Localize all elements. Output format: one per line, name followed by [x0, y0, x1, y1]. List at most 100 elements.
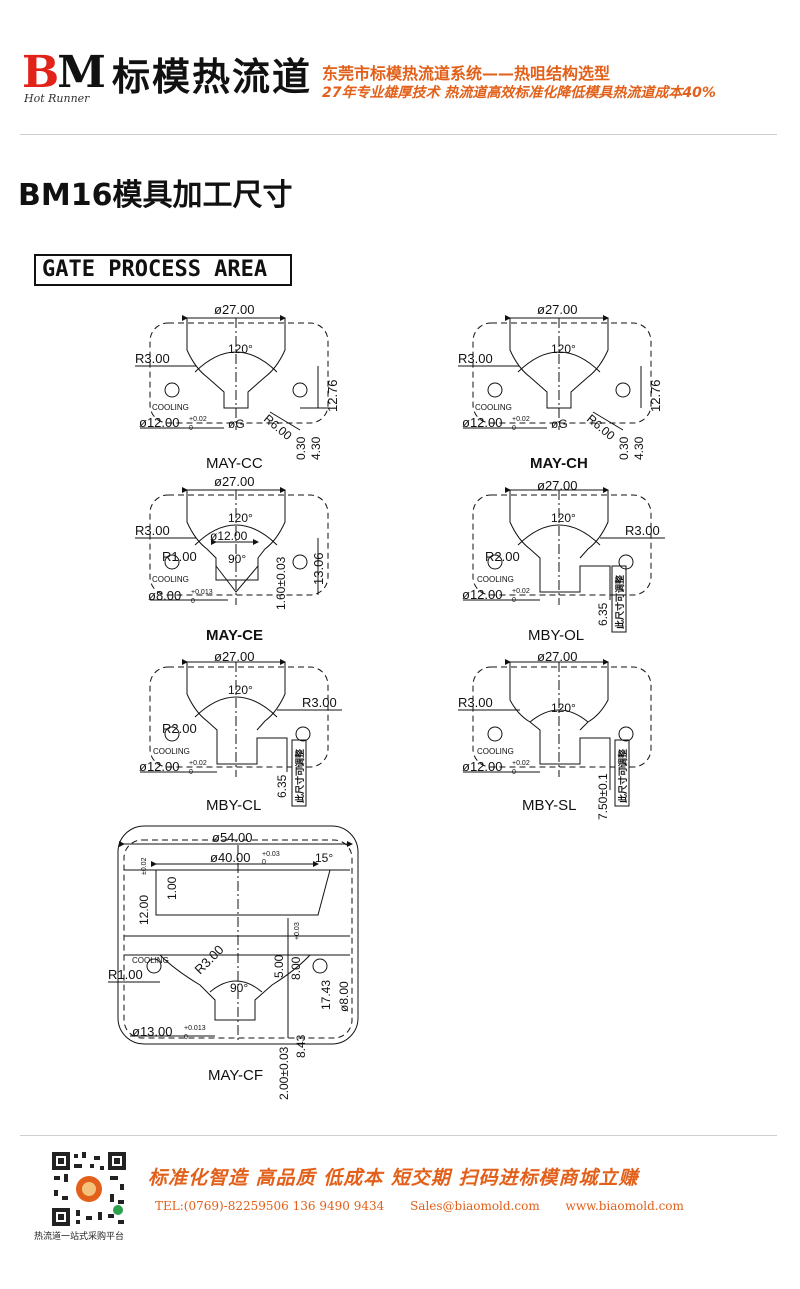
- may-ch-cooling-hole-left: [487, 382, 503, 398]
- mby-ol-r-small: R2.00: [485, 549, 520, 564]
- logo-letters: BM: [22, 47, 106, 98]
- may-cf-inner-outline: [123, 839, 353, 1039]
- may-cf-lower-profile: [159, 954, 311, 1021]
- mby-sl-name: MBY-SL: [522, 797, 576, 814]
- may-cf-h1: 12.00: [137, 895, 151, 925]
- mby-ol-profile: [509, 490, 611, 600]
- drawing-may-cc: ø27.00 120° R3.00 COOLING ø12.00 +0.02 0…: [135, 302, 340, 472]
- section-label: GATE PROCESS AREA: [34, 254, 292, 286]
- qr-label: 热流道一站式采购平台: [34, 1232, 125, 1242]
- may-ch-d2: 4.30: [632, 436, 646, 460]
- may-cc-r6-leader: [269, 411, 301, 431]
- mby-ol-profile-right: [579, 490, 609, 559]
- mby-sl-note: 此尺寸可调整: [617, 749, 628, 803]
- mby-cl-bore: ø12.00: [139, 759, 179, 774]
- may-cf-name: MAY-CF: [208, 1067, 263, 1084]
- brand-logo: BM Hot Runner: [22, 50, 112, 110]
- mby-ol-note-box: [611, 565, 627, 633]
- mby-sl-note-box: [614, 739, 630, 807]
- may-ce-cone: [215, 565, 259, 593]
- mby-cl-tol-dn: 0: [189, 769, 193, 776]
- page-title: BM16模具加工尺寸: [18, 178, 293, 213]
- may-ce-top-dia: ø27.00: [214, 474, 254, 489]
- may-cc-d1: 0.30: [294, 436, 308, 460]
- mby-ol-tol-dn: 0: [512, 597, 516, 604]
- may-ch-name: MAY-CH: [530, 455, 588, 472]
- mby-cl-r-small: R2.00: [162, 721, 197, 736]
- may-cc-radius: R3.00: [135, 351, 170, 366]
- may-ch-radius: R3.00: [458, 351, 493, 366]
- contact-phone[interactable]: TEL:(0769)-82259506 136 9490 9434: [155, 1199, 385, 1213]
- may-ch-d1: 0.30: [617, 436, 631, 460]
- mby-ol-name: MBY-OL: [528, 627, 584, 644]
- mby-cl-note: 此尺寸可调整: [294, 749, 305, 803]
- may-ch-h-total: 12.76: [648, 379, 663, 412]
- mby-sl-arc: [529, 709, 589, 723]
- may-cc-cooling: COOLING: [152, 403, 189, 412]
- mby-cl-tol-up: +0.02: [189, 760, 207, 767]
- header-divider: [20, 134, 777, 135]
- may-ch-arc: [517, 351, 601, 373]
- mby-sl-profile: [509, 662, 611, 790]
- mby-ol-radius: R3.00: [625, 523, 660, 538]
- mby-sl-bore: ø12.00: [462, 759, 502, 774]
- may-cf-outline: [117, 825, 359, 1045]
- may-ch-cooling: COOLING: [475, 403, 512, 412]
- logo-letter-b: B: [22, 47, 59, 98]
- may-cf-tol-up: +0.013: [184, 1025, 206, 1032]
- may-ce-cooling-hole-left: [164, 554, 180, 570]
- mby-sl-cooling-hole-right: [618, 726, 634, 742]
- mby-ol-cooling: COOLING: [477, 575, 514, 584]
- may-cf-r-small: R1.00: [108, 967, 143, 982]
- may-ch-angle: 120°: [551, 342, 576, 356]
- mby-sl-cooling: COOLING: [477, 747, 514, 756]
- may-cf-v2: 8.00: [289, 956, 303, 980]
- may-cf-v2-tol: +0.03: [294, 922, 301, 940]
- may-cf-v6: 2.00±0.03: [277, 1046, 291, 1100]
- may-cc-tol-up: +0.02: [189, 416, 207, 423]
- may-ce-bore: ø8.00: [148, 588, 181, 603]
- may-cc-arc: [194, 351, 278, 373]
- logo-subtitle: Hot Runner: [24, 92, 90, 105]
- may-cf-cooling: COOLING: [132, 956, 169, 965]
- mby-ol-outline: [472, 494, 652, 596]
- mby-sl-radius: R3.00: [458, 695, 493, 710]
- qr-code-icon[interactable]: [50, 1150, 128, 1228]
- may-ce-cooling-hole-right: [292, 554, 308, 570]
- may-cc-tol-dn: 0: [189, 425, 193, 432]
- may-ce-arc: [194, 524, 278, 546]
- mby-sl-angle: 120°: [551, 701, 576, 715]
- may-cf-tol-dn: 0: [184, 1034, 188, 1041]
- may-cc-name: MAY-CC: [206, 455, 263, 472]
- mby-cl-cooling-hole-right: [295, 726, 311, 742]
- brand-name: 标模热流道: [112, 55, 313, 99]
- may-cf-upper-body: [155, 869, 331, 916]
- mby-sl-depth: 7.50±0.1: [596, 773, 610, 820]
- may-cf-h1-tol: ±0.02: [141, 857, 148, 875]
- may-ch-tol-up: +0.02: [512, 416, 530, 423]
- may-cf-v1: 5.00: [272, 954, 286, 978]
- may-cf-mid-tol-dn: 0: [262, 859, 266, 866]
- mby-cl-top-dia: ø27.00: [214, 649, 254, 664]
- mby-ol-top-dia: ø27.00: [537, 478, 577, 493]
- may-cc-bore: ø12.00: [139, 415, 179, 430]
- logo-letter-m: M: [57, 47, 106, 98]
- may-ch-tol-dn: 0: [512, 425, 516, 432]
- drawing-mby-ol: ø27.00 120° R3.00 R2.00 COOLING ø12.00 +…: [462, 478, 665, 644]
- tagline-secondary: 27年专业雄厚技术 热流道高效标准化降低模具热流道成本40%: [322, 85, 716, 101]
- may-cf-cooling-hole-right: [312, 958, 328, 974]
- mby-ol-arc: [517, 524, 601, 546]
- mby-ol-note: 此尺寸可调整: [614, 575, 625, 629]
- mby-cl-angle: 120°: [228, 683, 253, 697]
- mby-ol-angle: 120°: [551, 511, 576, 525]
- footer-contact: TEL:(0769)-82259506 136 9490 9434 Sales@…: [155, 1199, 706, 1213]
- mby-cl-profile-right: [256, 662, 286, 731]
- contact-website[interactable]: www.biaomold.com: [565, 1199, 684, 1213]
- mby-sl-top-dia: ø27.00: [537, 649, 577, 664]
- may-cc-angle: 120°: [228, 342, 253, 356]
- mby-cl-name: MBY-CL: [206, 797, 261, 814]
- mby-sl-outline: [472, 666, 652, 768]
- contact-email[interactable]: Sales@biaomold.com: [410, 1199, 540, 1213]
- may-ce-r-small: R1.00: [162, 549, 197, 564]
- may-ce-angle2: 90°: [228, 552, 246, 566]
